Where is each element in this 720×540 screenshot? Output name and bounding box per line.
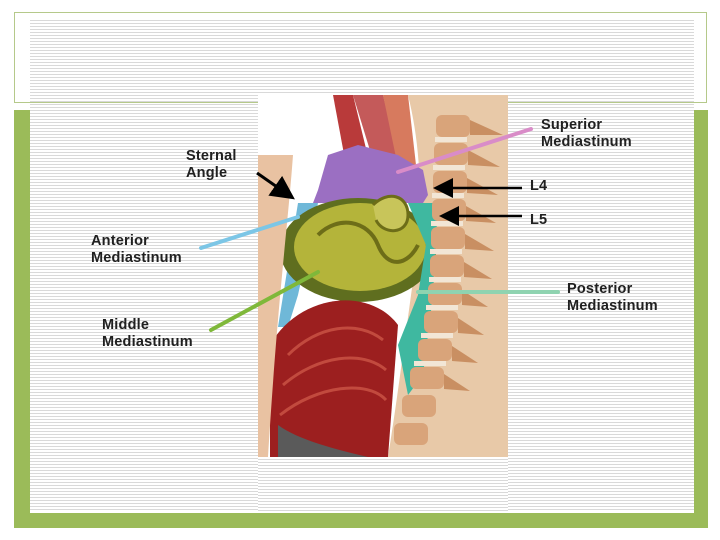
frame-line-left bbox=[14, 12, 15, 102]
diaphragm bbox=[270, 300, 398, 457]
green-side-bar-left bbox=[14, 110, 30, 528]
heart-chamber-line bbox=[316, 220, 420, 264]
green-side-bar-right bbox=[694, 110, 708, 528]
stripe-band-right bbox=[508, 102, 694, 512]
heart-vessel-ring bbox=[371, 194, 410, 233]
green-bottom-bar bbox=[14, 513, 708, 528]
stripe-band-top bbox=[30, 18, 694, 102]
mediastinum-illustration bbox=[258, 95, 508, 457]
frame-line-top bbox=[14, 12, 707, 13]
trachea bbox=[353, 95, 398, 170]
stripe-band-left bbox=[30, 102, 258, 512]
anatomy-figure bbox=[258, 95, 508, 457]
stripe-band-bottom bbox=[258, 457, 508, 512]
diaphragm-texture bbox=[279, 326, 388, 417]
frame-line-right bbox=[706, 12, 707, 102]
posterior-mediastinum-region bbox=[398, 203, 438, 395]
abdomen-shadow bbox=[278, 425, 368, 457]
